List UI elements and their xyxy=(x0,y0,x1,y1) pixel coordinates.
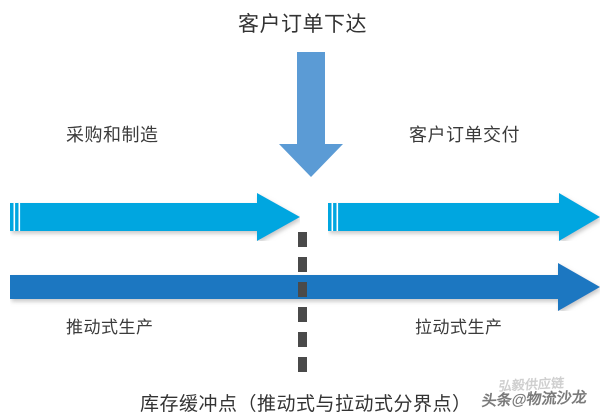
label-push-production: 推动式生产 xyxy=(66,318,154,337)
push-pull-divider-line xyxy=(298,232,307,382)
down-arrow-icon xyxy=(279,52,343,177)
left-flow-arrow xyxy=(10,193,300,241)
label-customer-order-delivery: 客户订单交付 xyxy=(409,125,520,145)
watermark-ghost-text: 弘毅供应链 xyxy=(498,375,565,394)
right-flow-arrow xyxy=(328,193,600,241)
watermark: 弘毅供应链 头条@物流沙龙 xyxy=(480,372,602,416)
label-procurement-manufacturing: 采购和制造 xyxy=(66,125,159,145)
label-pull-production: 拉动式生产 xyxy=(415,318,503,337)
watermark-main-text: 头条@物流沙龙 xyxy=(480,389,588,410)
diagram-title: 客户订单下达 xyxy=(238,13,367,36)
caption-inventory-buffer-point: 库存缓冲点（推动式与拉动式分界点） xyxy=(140,394,472,415)
